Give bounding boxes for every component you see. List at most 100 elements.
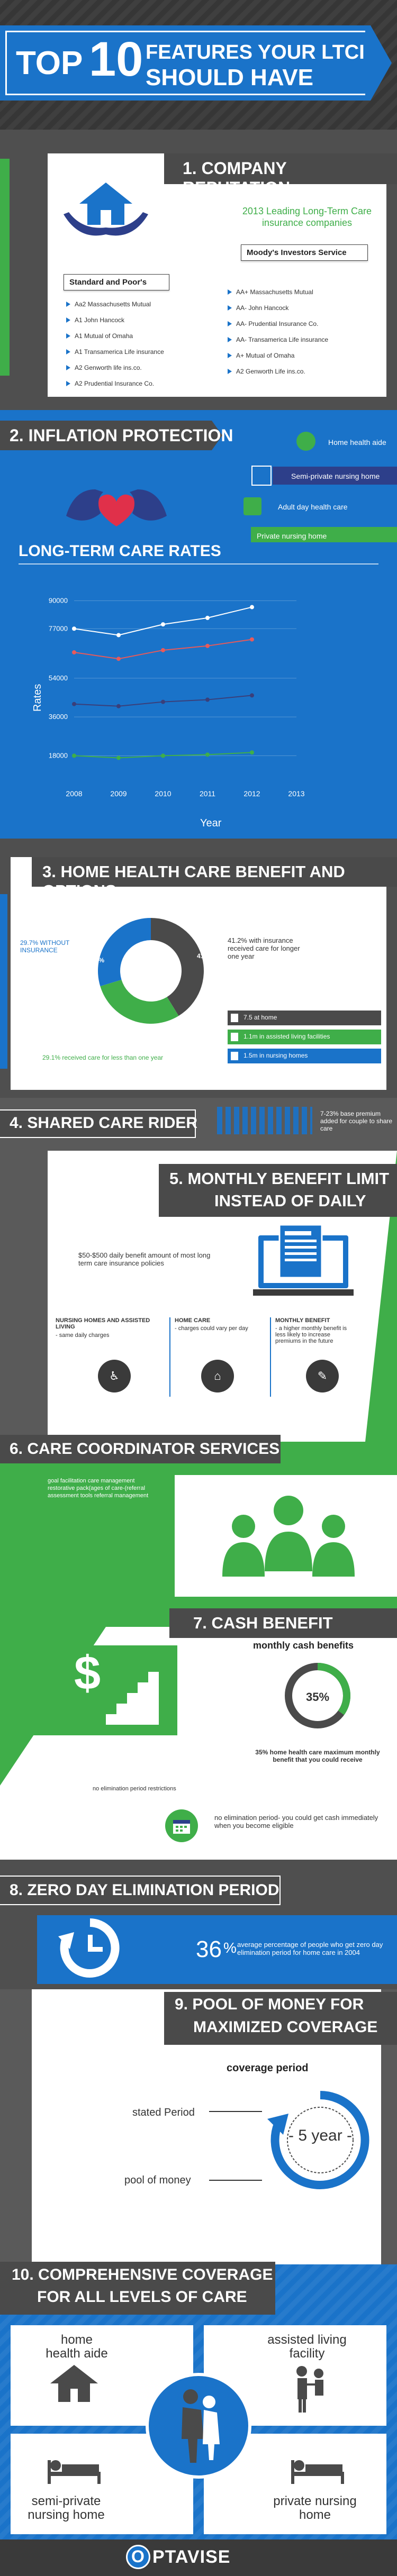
- s5-col1-title: NURSING HOMES AND ASSISTED LIVING: [56, 1317, 150, 1330]
- s6-title: 6. CARE COORDINATOR SERVICES: [10, 1440, 280, 1458]
- list-item: A2 Genworth life ins.co.: [66, 364, 204, 371]
- header-line1: FEATURES YOUR LTCI: [146, 41, 365, 63]
- s10-title-2: FOR ALL LEVELS OF CARE: [37, 2288, 247, 2306]
- data-point: [250, 637, 254, 642]
- s3-blue-strip: [0, 894, 7, 1069]
- s2-title: 2. INFLATION PROTECTION: [10, 426, 233, 445]
- list-item: A2 Prudential Insurance Co.: [66, 380, 204, 387]
- s7-monthly-title: monthly cash benefits: [253, 1640, 354, 1651]
- s5-range-text: $50-$500 daily benefit amount of most lo…: [78, 1251, 211, 1267]
- s9-pool: pool of money: [124, 2174, 191, 2186]
- s3-without-label: 29.7% WITHOUT INSURANCE: [20, 939, 70, 954]
- rates-xlabel: Year: [200, 817, 222, 829]
- s7-title: 7. CASH BENEFIT: [193, 1614, 333, 1632]
- s9-years: - 5 year -: [288, 2127, 353, 2144]
- s8-banner: [0, 1876, 281, 1905]
- s2-bar-1: [273, 467, 397, 485]
- data-point: [72, 626, 76, 631]
- s2-item-1: Semi-private nursing home: [291, 472, 380, 480]
- legend-swatch: [231, 1033, 238, 1041]
- data-point: [116, 633, 121, 638]
- s3-bottom-text: 29.1% received care for less than one ye…: [42, 1054, 164, 1061]
- x-tick-label: 2013: [288, 789, 304, 798]
- list-item: Aa2 Massachusetts Mutual: [66, 301, 204, 308]
- s5-title-1: 5. MONTHLY BENEFIT LIMIT: [169, 1169, 390, 1188]
- data-point: [250, 750, 254, 755]
- s5-title-2: INSTEAD OF DAILY: [214, 1191, 366, 1210]
- footer-logo-mark: [126, 2545, 150, 2569]
- series-line: [74, 606, 252, 636]
- s1-green-strip: [0, 159, 10, 376]
- s3-banner: [32, 857, 397, 887]
- s9-arrow-bottom: [209, 2180, 262, 2181]
- s3-right-text: 41.2% with insurance received care for l…: [228, 936, 300, 960]
- s1-title: 1. COMPANY REPUTATION: [183, 159, 291, 197]
- data-point: [116, 657, 121, 661]
- s6-line-2: assessment tools referral management: [48, 1492, 149, 1499]
- s7-pct-text: 35% home health care maximum monthly ben…: [255, 1749, 380, 1763]
- semi-private-icon: [251, 466, 272, 486]
- header: TOP 10 FEATURES YOUR LTCI SHOULD HAVE: [0, 0, 397, 130]
- s9-title-1: 9. POOL OF MONEY FOR: [175, 1996, 364, 2013]
- adult-day-icon: [243, 497, 261, 515]
- y-tick-label: 18000: [49, 751, 68, 759]
- s2-item-3: Private nursing home: [257, 532, 327, 540]
- list-item: A1 Transamerica Life insurance: [66, 348, 204, 356]
- s6-banner: [0, 1435, 281, 1463]
- data-point: [205, 697, 210, 702]
- s8-text: average percentage of people who get zer…: [237, 1941, 383, 1956]
- s3-donut: [98, 918, 204, 1024]
- s4-title: 4. SHARED CARE RIDER: [10, 1114, 198, 1132]
- house-hands-icon: [58, 177, 154, 241]
- s2-banner: [0, 421, 212, 450]
- x-tick-label: 2011: [200, 789, 215, 798]
- home-aide-icon: [296, 432, 315, 451]
- donut-slice: [151, 918, 204, 1016]
- s10-q3: semi-private nursing home: [28, 2494, 105, 2522]
- data-point: [250, 693, 254, 698]
- legend-label: 7.5 at home: [243, 1014, 277, 1021]
- data-point: [72, 702, 76, 706]
- list-item: A2 Genworth Life ins.co.: [228, 368, 381, 375]
- house-icon: [50, 2365, 98, 2402]
- moody-list: AA+ Massachusetts Mutual AA- John Hancoc…: [228, 288, 381, 384]
- s2-item-2: Adult day health care: [278, 503, 348, 511]
- x-tick-label: 2012: [243, 789, 260, 798]
- s5-col2-title: HOME CARE: [175, 1317, 211, 1324]
- list-item: AA- Prudential Insurance Co.: [228, 320, 381, 327]
- y-tick-label: 77000: [49, 624, 68, 632]
- x-tick-label: 2009: [110, 789, 127, 798]
- list-item: AA- Transamerica Life insurance: [228, 336, 381, 343]
- x-tick-label: 2008: [66, 789, 82, 798]
- data-point: [72, 650, 76, 655]
- walker-icon: [286, 2365, 333, 2413]
- data-point: [161, 622, 165, 627]
- sp-title: Standard and Poor's: [64, 274, 169, 290]
- clock-icon: [58, 1916, 122, 1980]
- s10-q1: home health aide: [46, 2333, 108, 2361]
- s3-pct-left: 29.7%: [86, 957, 105, 964]
- legend-swatch: [231, 1014, 238, 1022]
- caregiver-icon: [172, 2386, 225, 2465]
- policy-computer-icon: [253, 1224, 354, 1304]
- bed-icon: [45, 2450, 103, 2487]
- header-top: TOP: [16, 45, 83, 81]
- s9-arrow-top: [209, 2111, 262, 2112]
- moody-title: Moody's Investors Service: [241, 244, 368, 261]
- data-point: [161, 753, 165, 758]
- stairs-icon: [106, 1667, 159, 1725]
- s6-line-1: restorative pack(ages of care-(referral: [48, 1485, 146, 1491]
- s9-title-2: MAXIMIZED COVERAGE: [193, 2018, 378, 2036]
- rates-underline: [19, 563, 378, 565]
- header-banner-border: [5, 31, 365, 95]
- s5-col1-text: - same daily charges: [56, 1332, 110, 1339]
- data-point: [161, 699, 165, 704]
- footer-logo-o: O: [131, 2547, 145, 2566]
- header-banner-tip: [371, 25, 392, 101]
- s6-line-0: goal facilitation care management: [48, 1478, 135, 1484]
- s9-left-strip: [0, 1989, 32, 2264]
- header-line2: SHOULD HAVE: [146, 65, 313, 90]
- s3-pct-bottom: 29.1%: [143, 1024, 161, 1031]
- s2-banner-tip: [212, 421, 222, 450]
